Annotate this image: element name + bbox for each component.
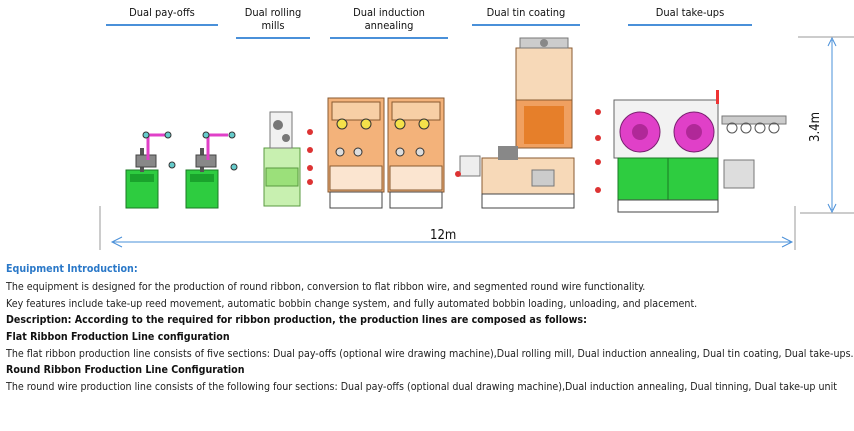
length-label: 12m — [430, 228, 457, 243]
round-line-title: Round Ribbon Froduction Line Configurati… — [6, 364, 245, 376]
section-label: Dual pay-offs — [129, 6, 195, 19]
annealing-unit-2 — [387, 97, 445, 209]
payoff-machine-2 — [185, 131, 238, 209]
section-underline — [472, 24, 580, 26]
section-underline — [628, 24, 752, 26]
annealing-unit-1 — [327, 97, 385, 209]
section-label: Dual induction annealing — [353, 6, 425, 32]
flat-line-text: The flat ribbon production line consists… — [6, 348, 854, 360]
height-dimension-line — [798, 36, 854, 214]
section-label: Dual rolling mills — [244, 6, 302, 32]
section-header-payoffs: Dual pay-offs — [106, 6, 218, 26]
section-header-rolling-mills: Dual rolling mills — [236, 6, 310, 39]
section-underline — [236, 37, 310, 39]
tin-coating-tower — [455, 37, 575, 209]
round-line-text: The round wire production line consists … — [6, 381, 837, 393]
intro-title: Equipment Introduction: — [6, 263, 138, 275]
intro-line-2: Key features include take-up reed moveme… — [6, 298, 698, 310]
section-header-tin-coating: Dual tin coating — [472, 6, 580, 26]
section-underline — [106, 24, 218, 26]
production-line-illustration — [99, 36, 854, 250]
take-up-unit — [595, 90, 787, 213]
payoff-machine-1 — [125, 131, 176, 209]
height-label: 3.4m — [808, 112, 823, 142]
section-header-annealing: Dual induction annealing — [330, 6, 448, 39]
section-label: Dual take-ups — [655, 6, 725, 19]
flat-line-title: Flat Ribbon Froduction Line configuratio… — [6, 331, 230, 343]
section-underline — [330, 37, 448, 39]
section-header-take-ups: Dual take-ups — [628, 6, 752, 26]
description-line: Description: According to the required f… — [6, 314, 587, 326]
length-dimension-line — [99, 206, 796, 250]
intro-line-1: The equipment is designed for the produc… — [6, 281, 646, 293]
rolling-mill — [263, 111, 313, 207]
section-label: Dual tin coating — [486, 6, 566, 19]
